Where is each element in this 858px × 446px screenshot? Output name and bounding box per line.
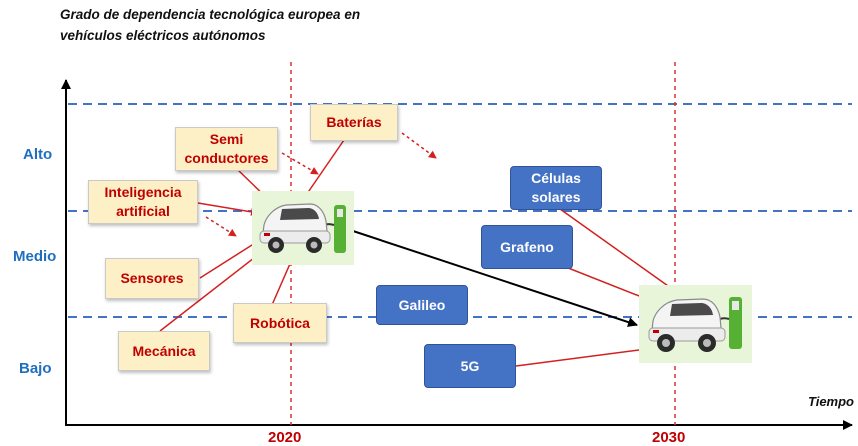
electric-car-icon: [259, 203, 346, 253]
electric-car-2030: [639, 285, 752, 363]
arrow-ia: [197, 202, 259, 216]
arrow-baterias: [301, 139, 345, 202]
trend-arrow: [349, 229, 638, 327]
level-label-high: Alto: [23, 146, 53, 163]
electric-car-icon: [648, 297, 742, 352]
year-label-2020: 2020: [268, 429, 302, 446]
tech-box-baterias: Baterías: [310, 104, 398, 141]
tech-box-grafeno: Grafeno: [481, 225, 573, 269]
tech-box-sensores: Sensores: [105, 258, 199, 299]
fade-arrow-semiconductores: [281, 152, 319, 175]
fade-arrow-ia: [205, 216, 237, 237]
arrow-5g: [515, 346, 663, 367]
level-label-medium: Medio: [13, 248, 57, 265]
tech-box-galileo: Galileo: [376, 285, 468, 325]
level-label-low: Bajo: [19, 360, 52, 377]
tech-box-semiconductores: Semi conductores: [175, 127, 278, 171]
arrow-celulas: [559, 208, 686, 299]
fade-arrow-baterias: [401, 132, 437, 159]
tech-box-mecanica: Mecánica: [118, 331, 210, 371]
y-axis-title: Grado de dependencia tecnológica europea…: [60, 7, 361, 43]
tech-box-inteligencia-artificial: Inteligencia artificial: [88, 180, 198, 224]
electric-car-2020: [252, 191, 354, 265]
tech-box-robotica: Robótica: [233, 303, 327, 343]
year-label-2030: 2030: [652, 429, 686, 446]
tech-box-celulas-solares: Células solares: [510, 166, 602, 210]
tech-box-5g: 5G: [424, 344, 516, 388]
x-axis-title: Tiempo: [808, 394, 854, 409]
